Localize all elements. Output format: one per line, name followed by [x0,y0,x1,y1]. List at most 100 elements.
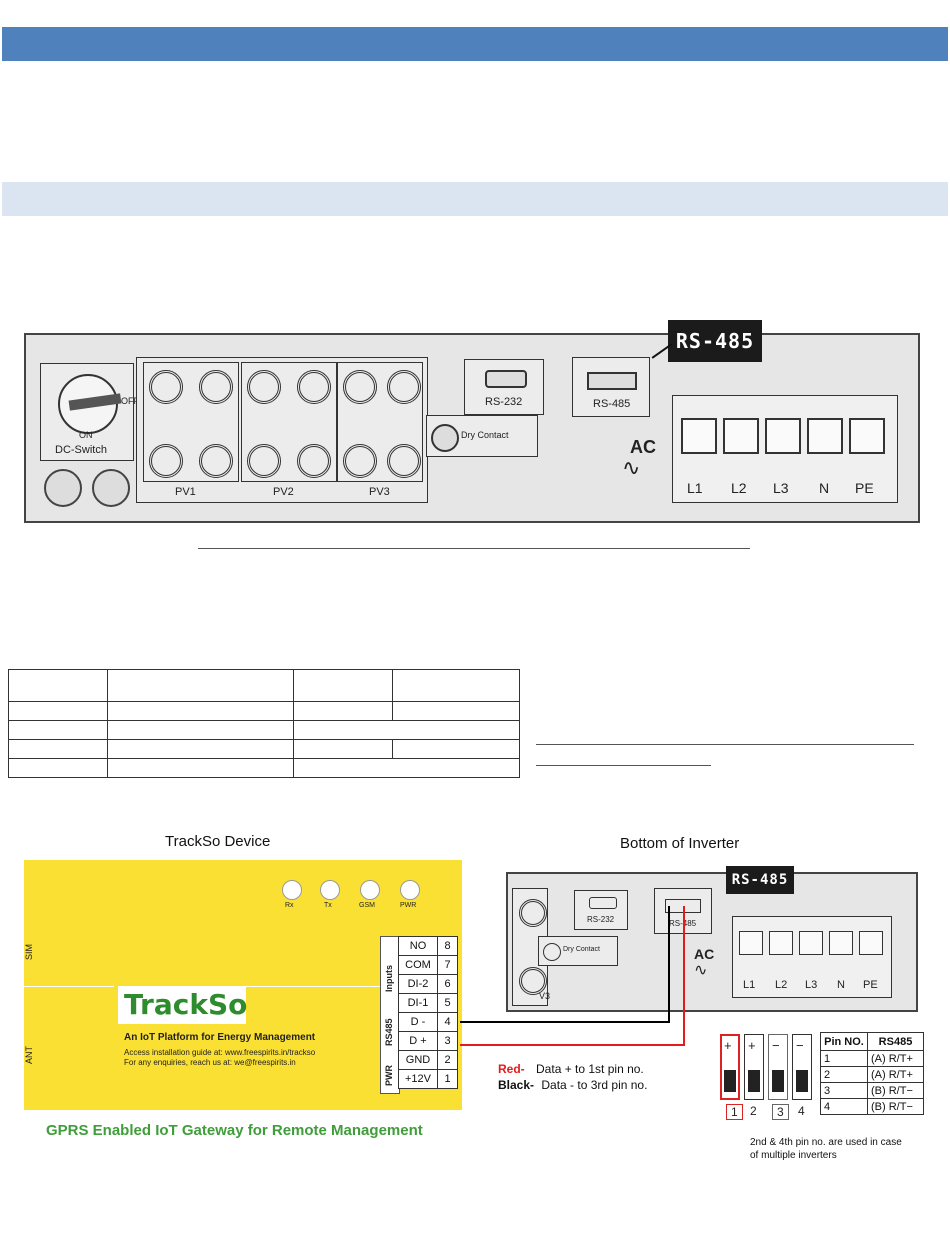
red-text: Data + to 1st pin no. [536,1062,644,1076]
pin-switch [748,1070,760,1092]
table-cell [106,758,295,778]
table-cell [106,701,295,721]
cable-gland [92,469,130,507]
ac-wave-icon: ∿ [694,962,708,979]
table-cell [8,701,108,721]
terminal-num: 6 [437,974,458,994]
trackso-tagline: An IoT Platform for Energy Management [124,1032,316,1043]
table-cell [106,739,295,759]
ac-terminal-screw [859,931,883,955]
led-label: GSM [359,902,375,909]
table-cell [8,720,108,740]
pv-connector [199,444,233,478]
terminal-num: 7 [437,955,458,975]
ac-label: AC [694,946,715,962]
rs232-port-box: RS-232 [574,890,628,930]
pin-table-header: Pin NO. [820,1032,868,1051]
pin-table-cell: (A) R/T+ [867,1050,924,1067]
black-wire-legend: Black- Data - to 3rd pin no. [498,1078,647,1092]
ac-terminal-screw [849,418,885,454]
ac-terminal-screw [739,931,763,955]
table-cell [293,669,394,702]
section-band [2,182,948,216]
black-text: Data - to 3rd pin no. [541,1078,648,1092]
red-wire [460,1044,685,1046]
dc-switch-on-label: ON [79,430,93,440]
ac-terminal-screw [807,418,843,454]
red-label: Red- [498,1062,525,1076]
ac-terminal-label: L3 [773,480,789,496]
pin-table: Pin NO. RS485 1(A) R/T+ 2(A) R/T+ 3(B) R… [820,1032,924,1115]
table-cell [293,720,520,740]
ac-terminal-label: L1 [743,979,756,991]
terminal-name: NO [398,936,438,956]
pin-switch [724,1070,736,1092]
trackso-enquiry: For any enquiries, reach us at: we@frees… [124,1058,296,1067]
device-divider [24,986,114,987]
terminal-name: D + [398,1031,438,1051]
trackso-footer: GPRS Enabled IoT Gateway for Remote Mana… [46,1122,423,1139]
ac-label: AC [630,437,656,457]
rs485-port-box: RS-485 [572,357,650,417]
pin-switch [796,1070,808,1092]
table-cell [106,669,295,702]
pin-table-cell: (A) R/T+ [867,1066,924,1083]
terminal-name: D - [398,1012,438,1032]
dry-contact-box: Dry Contact [538,936,618,966]
ac-terminal-label: PE [863,979,878,991]
terminal-num: 5 [437,993,458,1013]
sim-label: SIM [24,943,34,960]
led-rx [282,880,302,900]
terminal-num: 3 [437,1031,458,1051]
cable-gland [44,469,82,507]
pv-connector [149,370,183,404]
data-table [8,669,520,778]
ac-terminal-screw [765,418,801,454]
rs232-connector [589,897,617,909]
pin-slot [792,1034,812,1100]
pin-slot [720,1034,740,1100]
terminal-name: DI-1 [398,993,438,1013]
dry-contact-gland [543,943,561,961]
led-gsm [360,880,380,900]
dry-contact-box: Dry Contact [426,415,538,457]
ac-terminal-label: N [837,979,845,991]
connector-note: 2nd & 4th pin no. are used in case of mu… [750,1137,902,1161]
dry-contact-gland [431,424,459,452]
table-cell [8,739,108,759]
table-cell [293,758,520,778]
table-cell [293,701,394,721]
dc-switch: OFF ON DC-Switch [40,363,139,461]
pin-table-cell: 1 [820,1050,868,1067]
trackso-heading: TrackSo Device [165,833,271,850]
rs485-connector-pinout: + + − − [718,1032,814,1102]
led-pwr [400,880,420,900]
group-label-inputs: Inputs [384,965,394,992]
pv-connector [387,444,421,478]
ac-terminal-screw [799,931,823,955]
pv-connector [149,444,183,478]
pv-connector [343,370,377,404]
ant-label: ANT [24,1046,34,1064]
ac-terminal-block: L1 L2 L3 N PE [672,395,898,503]
pin-table-cell: (B) R/T− [867,1098,924,1115]
table-cell [392,701,520,721]
logo-text: TrackSo [124,988,248,1021]
rs485-label: RS-485 [669,919,696,928]
trackso-device: Rx Tx GSM PWR SIM ANT TrackSo An IoT Pla… [24,860,462,1114]
device-footer-rule [24,1110,462,1114]
red-wire-legend: Red- Data + to 1st pin no. [498,1062,644,1076]
inverter-heading: Bottom of Inverter [620,835,740,852]
pv-connector [519,967,547,995]
terminal-name: COM [398,955,438,975]
rs232-label: RS-232 [587,915,615,924]
device-divider [244,986,380,987]
pv-connector [343,444,377,478]
pin-switch [772,1070,784,1092]
pin-number: 4 [798,1104,805,1118]
black-label: Black- [498,1078,535,1092]
rs485-callout: RS-485 [668,320,762,362]
ac-terminal-label: L2 [775,979,788,991]
pin-table-cell: 3 [820,1082,868,1099]
terminal-name: GND [398,1050,438,1070]
